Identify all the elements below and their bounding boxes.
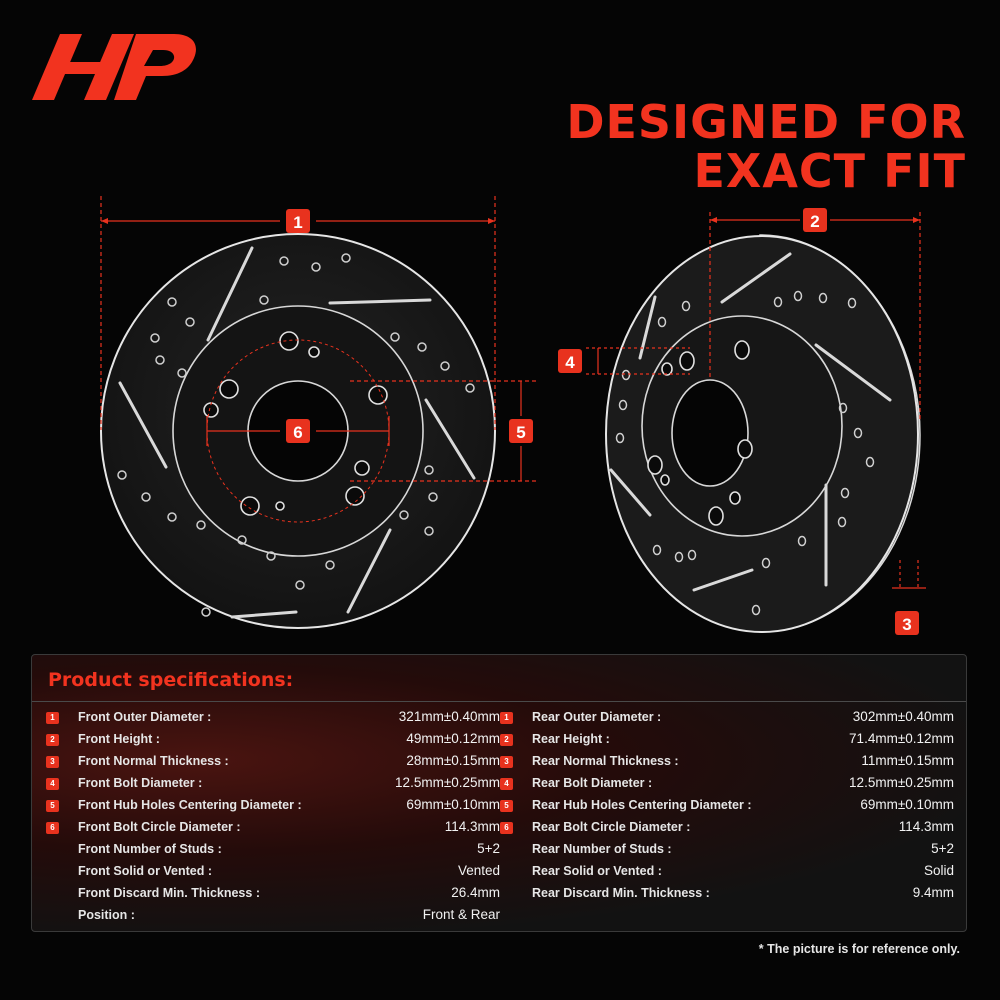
spec-value: 321mm±0.40mm	[398, 709, 500, 724]
spec-value: 5+2	[931, 841, 954, 856]
rear-spec-row: Rear Discard Min. Thickness : 9.4mm	[500, 883, 954, 905]
brand-logo	[32, 34, 196, 100]
spec-label: Front Height :	[78, 732, 160, 746]
rotor-dimension-diagram: 1 6 5	[100, 196, 926, 635]
spec-number-badge: 5	[500, 800, 513, 812]
front-spec-row: 5 Front Hub Holes Centering Diameter : 69m…	[46, 795, 500, 817]
rear-spec-row: 3 Rear Normal Thickness : 11mm±0.15mm	[500, 751, 954, 773]
spec-label: Front Solid or Vented :	[78, 864, 213, 878]
spec-value: 71.4mm±0.12mm	[849, 731, 954, 746]
svg-text:4: 4	[565, 353, 575, 372]
spec-label: Rear Outer Diameter :	[532, 710, 662, 724]
front-rotor: 1 6 5	[100, 196, 536, 629]
rear-lug-holes	[647, 340, 753, 526]
rear-callout-3: 3	[895, 611, 919, 635]
spec-value: 114.3mm	[898, 819, 954, 834]
front-drilled-holes	[117, 253, 475, 617]
rear-spec-row: 4 Rear Bolt Diameter : 12.5mm±0.25mm	[500, 773, 954, 795]
rear-spec-row: 5 Rear Hub Holes Centering Diameter : 69mm…	[500, 795, 954, 817]
spec-number-badge: 4	[46, 778, 59, 790]
spec-label: Rear Normal Thickness :	[532, 754, 679, 768]
front-spec-row: 4 Front Bolt Diameter : 12.5mm±0.25mm	[46, 773, 500, 795]
rear-callout-2: 2	[803, 208, 827, 232]
svg-text:1: 1	[293, 213, 302, 232]
spec-label: Front Normal Thickness :	[78, 754, 229, 768]
svg-text:2: 2	[810, 212, 819, 231]
front-callout-5: 5	[509, 419, 533, 443]
spec-number-badge: 1	[500, 712, 513, 724]
front-spec-row: Front Number of Studs : 5+2	[46, 839, 500, 861]
spec-number-badge: 6	[46, 822, 59, 834]
svg-text:3: 3	[902, 615, 911, 634]
spec-label: Rear Discard Min. Thickness :	[532, 886, 710, 900]
spec-label: Front Discard Min. Thickness :	[78, 886, 260, 900]
front-spec-row: 2 Front Height : 49mm±0.12mm	[46, 729, 500, 751]
spec-number-badge: 6	[500, 822, 513, 834]
product-specifications-panel: Product specifications: 1 Front Outer Dia…	[31, 654, 967, 932]
rear-spec-row: 6 Rear Bolt Circle Diameter : 114.3mm	[500, 817, 954, 839]
spec-number-badge: 1	[46, 712, 59, 724]
svg-text:5: 5	[516, 423, 525, 442]
spec-value: 12.5mm±0.25mm	[849, 775, 954, 790]
rear-spec-row: 1 Rear Outer Diameter : 302mm±0.40mm	[500, 707, 954, 729]
front-spec-row: Front Discard Min. Thickness : 26.4mm	[46, 883, 500, 905]
spec-value: 11mm±0.15mm	[861, 753, 954, 768]
spec-label: Front Bolt Diameter :	[78, 776, 203, 790]
spec-label: Front Bolt Circle Diameter :	[78, 820, 241, 834]
spec-value: 69mm±0.10mm	[860, 797, 954, 812]
spec-value: 114.3mm	[444, 819, 500, 834]
spec-value: 12.5mm±0.25mm	[395, 775, 500, 790]
spec-label: Rear Number of Studs :	[532, 842, 672, 856]
rear-callout-4: 4	[558, 349, 582, 373]
spec-value: Front & Rear	[422, 907, 500, 922]
spec-number-badge: 3	[500, 756, 513, 768]
spec-label: Front Number of Studs :	[78, 842, 222, 856]
front-spec-row: Position : Front & Rear	[46, 905, 500, 927]
spec-value: 302mm±0.40mm	[852, 709, 954, 724]
spec-value: Solid	[923, 863, 954, 878]
rear-rotor: 2 4 3	[558, 208, 926, 635]
spec-value: 9.4mm	[912, 885, 954, 900]
front-spec-row: 1 Front Outer Diameter : 321mm±0.40mm	[46, 707, 500, 729]
front-lug-holes	[203, 331, 388, 516]
spec-label: Rear Height :	[532, 732, 610, 746]
headline-line-2: EXACT FIT	[693, 144, 966, 198]
spec-number-badge: 5	[46, 800, 59, 812]
front-callout-6: 6	[286, 419, 310, 443]
spec-value: 5+2	[477, 841, 500, 856]
spec-label: Front Outer Diameter :	[78, 710, 212, 724]
spec-divider	[32, 701, 966, 702]
front-slots	[118, 246, 476, 619]
front-spec-row: 3 Front Normal Thickness : 28mm±0.15mm	[46, 751, 500, 773]
rear-spec-row: Rear Solid or Vented : Solid	[500, 861, 954, 883]
rear-spec-row: Rear Number of Studs : 5+2	[500, 839, 954, 861]
spec-label: Rear Bolt Diameter :	[532, 776, 653, 790]
spec-label: Rear Bolt Circle Diameter :	[532, 820, 691, 834]
front-spec-row: 6 Front Bolt Circle Diameter : 114.3mm	[46, 817, 500, 839]
footnote: * The picture is for reference only.	[758, 942, 960, 956]
spec-number-badge: 4	[500, 778, 513, 790]
spec-label: Rear Solid or Vented :	[532, 864, 662, 878]
spec-value: 69mm±0.10mm	[406, 797, 500, 812]
front-spec-row: Front Solid or Vented : Vented	[46, 861, 500, 883]
spec-label: Front Hub Holes Centering Diameter :	[78, 798, 302, 812]
front-callout-1: 1	[286, 209, 310, 233]
spec-value: 28mm±0.15mm	[406, 753, 500, 768]
spec-value: 49mm±0.12mm	[406, 731, 500, 746]
spec-value: Vented	[457, 863, 500, 878]
spec-number-badge: 3	[46, 756, 59, 768]
rear-drilled-holes	[615, 290, 875, 616]
spec-label: Position :	[78, 908, 135, 922]
spec-label: Rear Hub Holes Centering Diameter :	[532, 798, 752, 812]
spec-number-badge: 2	[46, 734, 59, 746]
spec-value: 26.4mm	[451, 885, 500, 900]
headline-line-1: DESIGNED FOR	[566, 95, 966, 149]
svg-text:6: 6	[293, 423, 302, 442]
rear-spec-row: 2 Rear Height : 71.4mm±0.12mm	[500, 729, 954, 751]
spec-number-badge: 2	[500, 734, 513, 746]
spec-heading: Product specifications:	[48, 669, 294, 691]
